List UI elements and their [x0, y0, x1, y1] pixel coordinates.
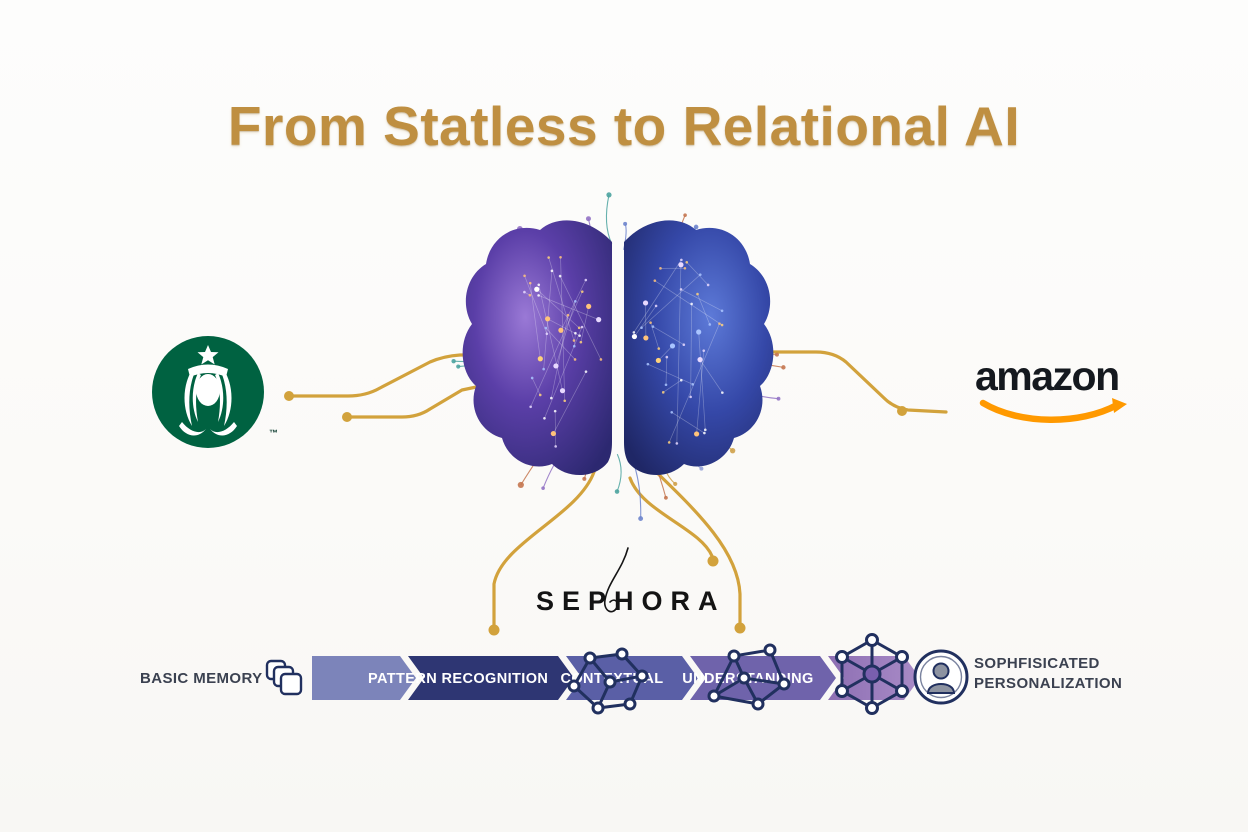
personalization-label-line1: SOPHFISICATED	[974, 655, 1100, 672]
brain-graphic	[451, 192, 786, 521]
stage-label-pattern-recognition: PATTERN RECOGNITION	[368, 671, 549, 687]
person-circle-icon	[913, 649, 969, 705]
brain-right-hemisphere	[624, 220, 774, 476]
layers-copy-icon	[265, 659, 303, 696]
brain-left-hemisphere	[462, 220, 612, 476]
amazon-logo: amazon	[975, 356, 1145, 426]
connector-dot	[284, 391, 294, 401]
connector-dot	[897, 406, 907, 416]
starbucks-siren-icon	[152, 336, 264, 448]
connector-dot	[488, 624, 500, 636]
basic-memory-label: BASIC MEMORY	[140, 670, 263, 687]
brain-neural-nodes	[523, 255, 724, 448]
molecule-icon	[567, 647, 649, 715]
stage-basic	[312, 656, 416, 700]
connector-dot	[342, 412, 352, 422]
personalization-label-line2: PERSONALIZATION	[974, 675, 1123, 692]
network-icon	[707, 643, 791, 711]
connector-dot	[707, 555, 719, 567]
sephora-flourish	[603, 547, 629, 613]
personalization-label: SOPHFISICATED PERSONALIZATION	[974, 654, 1122, 694]
sephora-wordmark: SEPHORA	[536, 586, 726, 616]
molecule-hub-icon	[835, 633, 909, 715]
starbucks-trademark: ™	[269, 428, 278, 438]
page-title: From Statless to Relational AI	[227, 95, 1021, 157]
starbucks-logo: ™	[148, 332, 278, 452]
connector-dot	[734, 622, 746, 634]
sephora-logo: SEPHORA	[536, 586, 736, 622]
stage-pattern-recognition	[408, 656, 574, 700]
amazon-smile-icon	[979, 398, 1127, 423]
amazon-wordmark: amazon	[975, 353, 1120, 399]
